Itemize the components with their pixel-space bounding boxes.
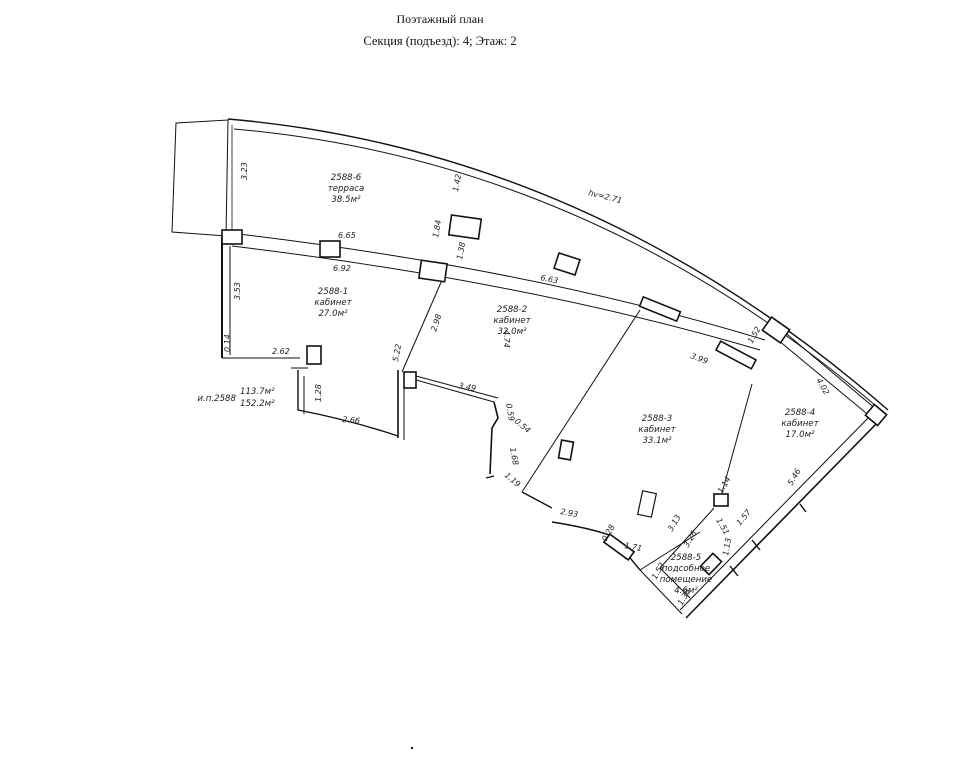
room-2588-2-label: 2588-2 кабинет 32.0м² <box>493 305 531 337</box>
dimension-label: 1.28 <box>314 384 323 402</box>
page-subtitle: Секция (подъезд): 4; Этаж: 2 <box>363 34 517 48</box>
room-type: кабинет <box>493 316 531 326</box>
dimension-label: 6.63 <box>540 273 559 286</box>
room-id: 2588-3 <box>642 414 672 424</box>
dimension-label: 5.46 <box>786 467 803 487</box>
dimension-label: 3.53 <box>233 282 242 300</box>
dimension-label: 6.92 <box>333 264 351 273</box>
room-id: 2588-1 <box>318 287 348 297</box>
room-2588-4-label: 2588-4 кабинет 17.0м² <box>781 408 819 440</box>
room-id: 2588-6 <box>331 173 362 183</box>
area-summary: и.п.2588 113.7м² 152.2м² <box>197 387 275 409</box>
dimension-label: 1.19 <box>503 471 522 489</box>
room-area: 4.6м² <box>674 586 698 596</box>
room-type: кабинет <box>781 419 819 429</box>
height-note: hv=2.71 <box>588 188 623 205</box>
room-id: 2588-2 <box>497 305 527 315</box>
dimension-label: 1.52 <box>746 325 763 345</box>
dimension-label: 2.93 <box>560 507 579 519</box>
dimension-label: 1.84 <box>431 219 443 238</box>
dimension-labels: 3.23 1.42 6.65 6.92 1.84 1.38 6.63 1.52 … <box>223 162 831 607</box>
room-type: кабинет <box>314 298 352 308</box>
room-2588-5-label: 2588-5 подсобное помещение 4.6м² <box>660 553 713 596</box>
dimension-label: 3.23 <box>240 162 249 180</box>
room-area: 38.5м² <box>331 195 361 205</box>
dimension-label: 3.99 <box>689 351 709 366</box>
room-area: 27.0м² <box>318 309 348 319</box>
dimension-label: 1.51 <box>714 517 731 537</box>
dimension-label: 1.13 <box>721 537 733 556</box>
dimension-label: 6.65 <box>338 231 356 240</box>
dimension-label: 3.13 <box>666 513 683 533</box>
room-type: подсобное <box>662 564 710 574</box>
room-type: терраса <box>328 184 364 194</box>
dimension-label: 2.66 <box>342 415 361 426</box>
dimension-label: 0.14 <box>223 334 232 352</box>
room-area: 33.1м² <box>642 436 672 446</box>
summary-label: и.п.2588 <box>197 394 236 404</box>
room-area: 17.0м² <box>785 430 815 440</box>
room-2588-6-label: 2588-6 терраса 38.5м² <box>328 173 364 205</box>
room-2588-1-label: 2588-1 кабинет 27.0м² <box>314 287 352 319</box>
dimension-label: 3.49 <box>458 381 477 393</box>
header: Поэтажный план Секция (подъезд): 4; Этаж… <box>0 0 960 60</box>
plan-walls <box>171 118 889 619</box>
room-type: помещение <box>660 575 713 585</box>
dimension-label: 1.38 <box>455 241 467 260</box>
room-area: 32.0м² <box>497 327 527 337</box>
dimension-label: 0.54 <box>513 417 532 435</box>
dimension-label: 4.74 <box>502 330 511 348</box>
summary-area-1: 113.7м² <box>240 387 275 397</box>
dimension-label: 2.62 <box>272 347 290 356</box>
dimension-label: 1.57 <box>735 507 754 527</box>
stray-dot <box>410 746 414 750</box>
dimension-label: 1.71 <box>624 541 643 553</box>
page-title: Поэтажный план <box>396 12 484 26</box>
summary-area-2: 152.2м² <box>240 399 275 409</box>
dimension-label: 2.98 <box>429 313 443 333</box>
dimension-label: 1.42 <box>451 173 463 192</box>
dimension-label: 1.68 <box>508 447 520 466</box>
dimension-label: 0.59 <box>504 403 516 422</box>
dimension-label: 5.22 <box>391 343 403 362</box>
dimension-label: 1.14 <box>716 475 733 495</box>
room-type: кабинет <box>638 425 676 435</box>
dimension-label: 4.02 <box>814 377 831 397</box>
room-id: 2588-5 <box>671 553 701 563</box>
room-id: 2588-4 <box>785 408 815 418</box>
dimension-label: 3.26 <box>682 529 699 549</box>
room-2588-3-label: 2588-3 кабинет 33.1м² <box>638 414 676 446</box>
